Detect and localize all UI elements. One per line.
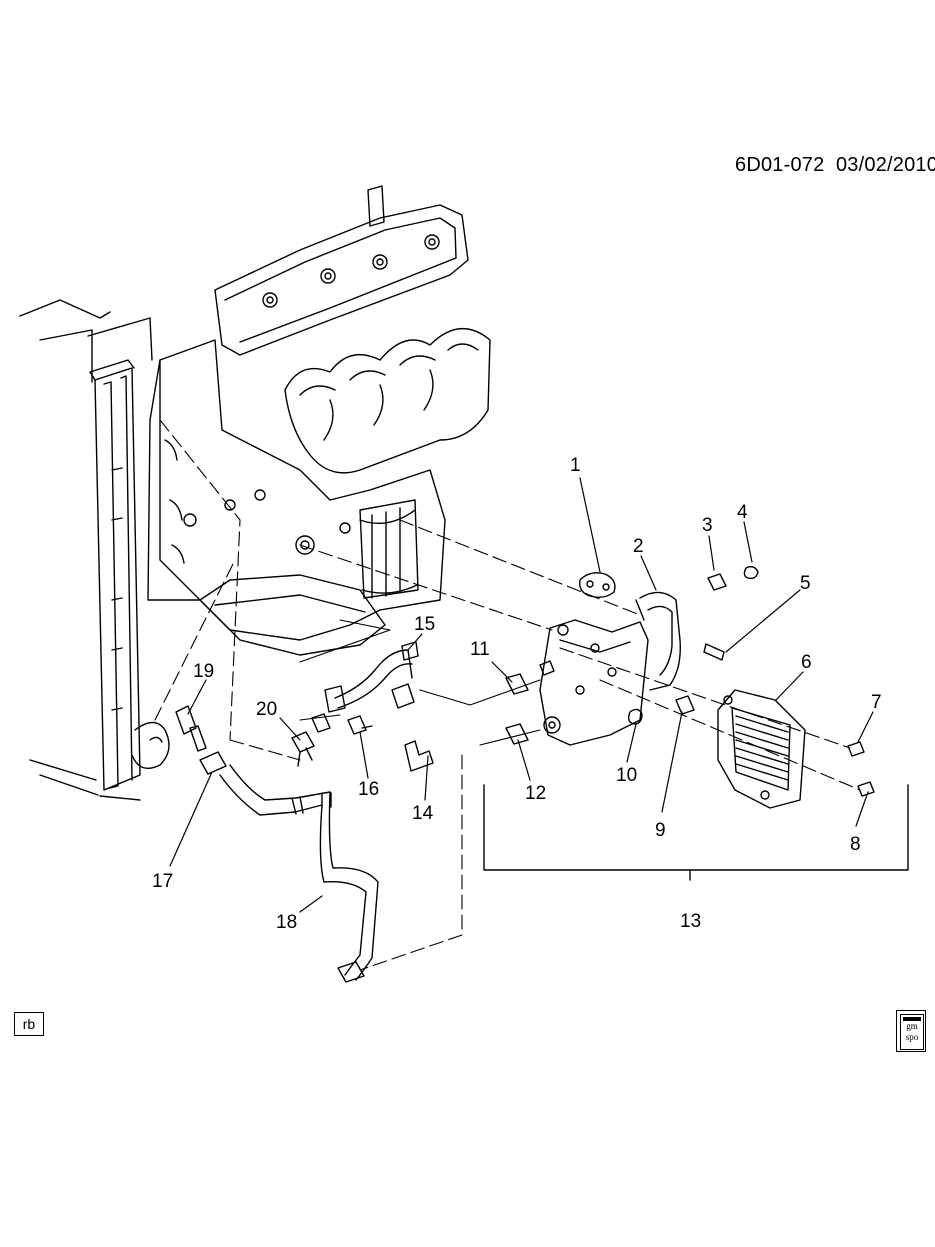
callout-4: 4 — [737, 502, 748, 523]
rb-tag: rb — [14, 1012, 44, 1036]
gm-spo-logo-bar — [903, 1017, 921, 1021]
adapter-housing-drawing — [539, 619, 649, 746]
oil-cooler-6-drawing — [717, 689, 806, 809]
radiator-drawing — [19, 299, 170, 801]
leader-lines — [169, 477, 874, 913]
assembly-13-bracket — [483, 784, 909, 881]
callout-8: 8 — [850, 834, 861, 855]
callout-9: 9 — [655, 820, 666, 841]
engine-drawing — [147, 185, 491, 656]
callout-15: 15 — [414, 614, 435, 635]
callout-7: 7 — [871, 692, 882, 713]
diagram-code: 6D01-072 03/02/2010 — [735, 154, 935, 177]
fitting-20-drawing — [291, 713, 331, 767]
callout-20: 20 — [256, 699, 277, 720]
callout-5: 5 — [800, 573, 811, 594]
callout-16: 16 — [358, 779, 379, 800]
connector-lines — [299, 619, 541, 746]
sensor-16-drawing — [347, 715, 373, 735]
hose-15-drawing — [324, 641, 419, 713]
callout-labels: 1 2 3 4 5 6 7 8 9 10 11 12 13 14 15 16 1… — [152, 455, 882, 933]
callout-17: 17 — [152, 871, 173, 892]
gm-spo-logo: gm spo — [896, 1010, 926, 1052]
callout-12: 12 — [525, 783, 546, 804]
diagram-date: 03/02/2010 — [835, 154, 935, 176]
hose-18-drawing — [199, 751, 379, 983]
callout-1: 1 — [570, 455, 581, 476]
diagram-number: 6D01-072 — [735, 154, 825, 176]
callout-6: 6 — [801, 652, 812, 673]
gm-spo-logo-line2: spo — [905, 1032, 919, 1042]
clip-14-drawing — [404, 740, 434, 772]
callout-10: 10 — [616, 765, 637, 786]
callout-2: 2 — [633, 536, 644, 557]
small-parts-right-drawing — [505, 565, 875, 797]
callout-3: 3 — [702, 515, 713, 536]
callout-14: 14 — [412, 803, 434, 824]
gasket-1-drawing — [579, 572, 616, 599]
callout-13: 13 — [680, 911, 701, 932]
alignment-lines — [154, 419, 861, 971]
pipe-2-drawing — [635, 591, 681, 691]
gm-spo-logo-line1: gm — [906, 1021, 918, 1031]
fitting-19-drawing — [175, 705, 207, 752]
callout-11: 11 — [470, 639, 490, 660]
callout-19: 19 — [193, 661, 214, 682]
callout-18: 18 — [276, 912, 297, 933]
gm-spo-logo-inner: gm spo — [900, 1014, 924, 1050]
